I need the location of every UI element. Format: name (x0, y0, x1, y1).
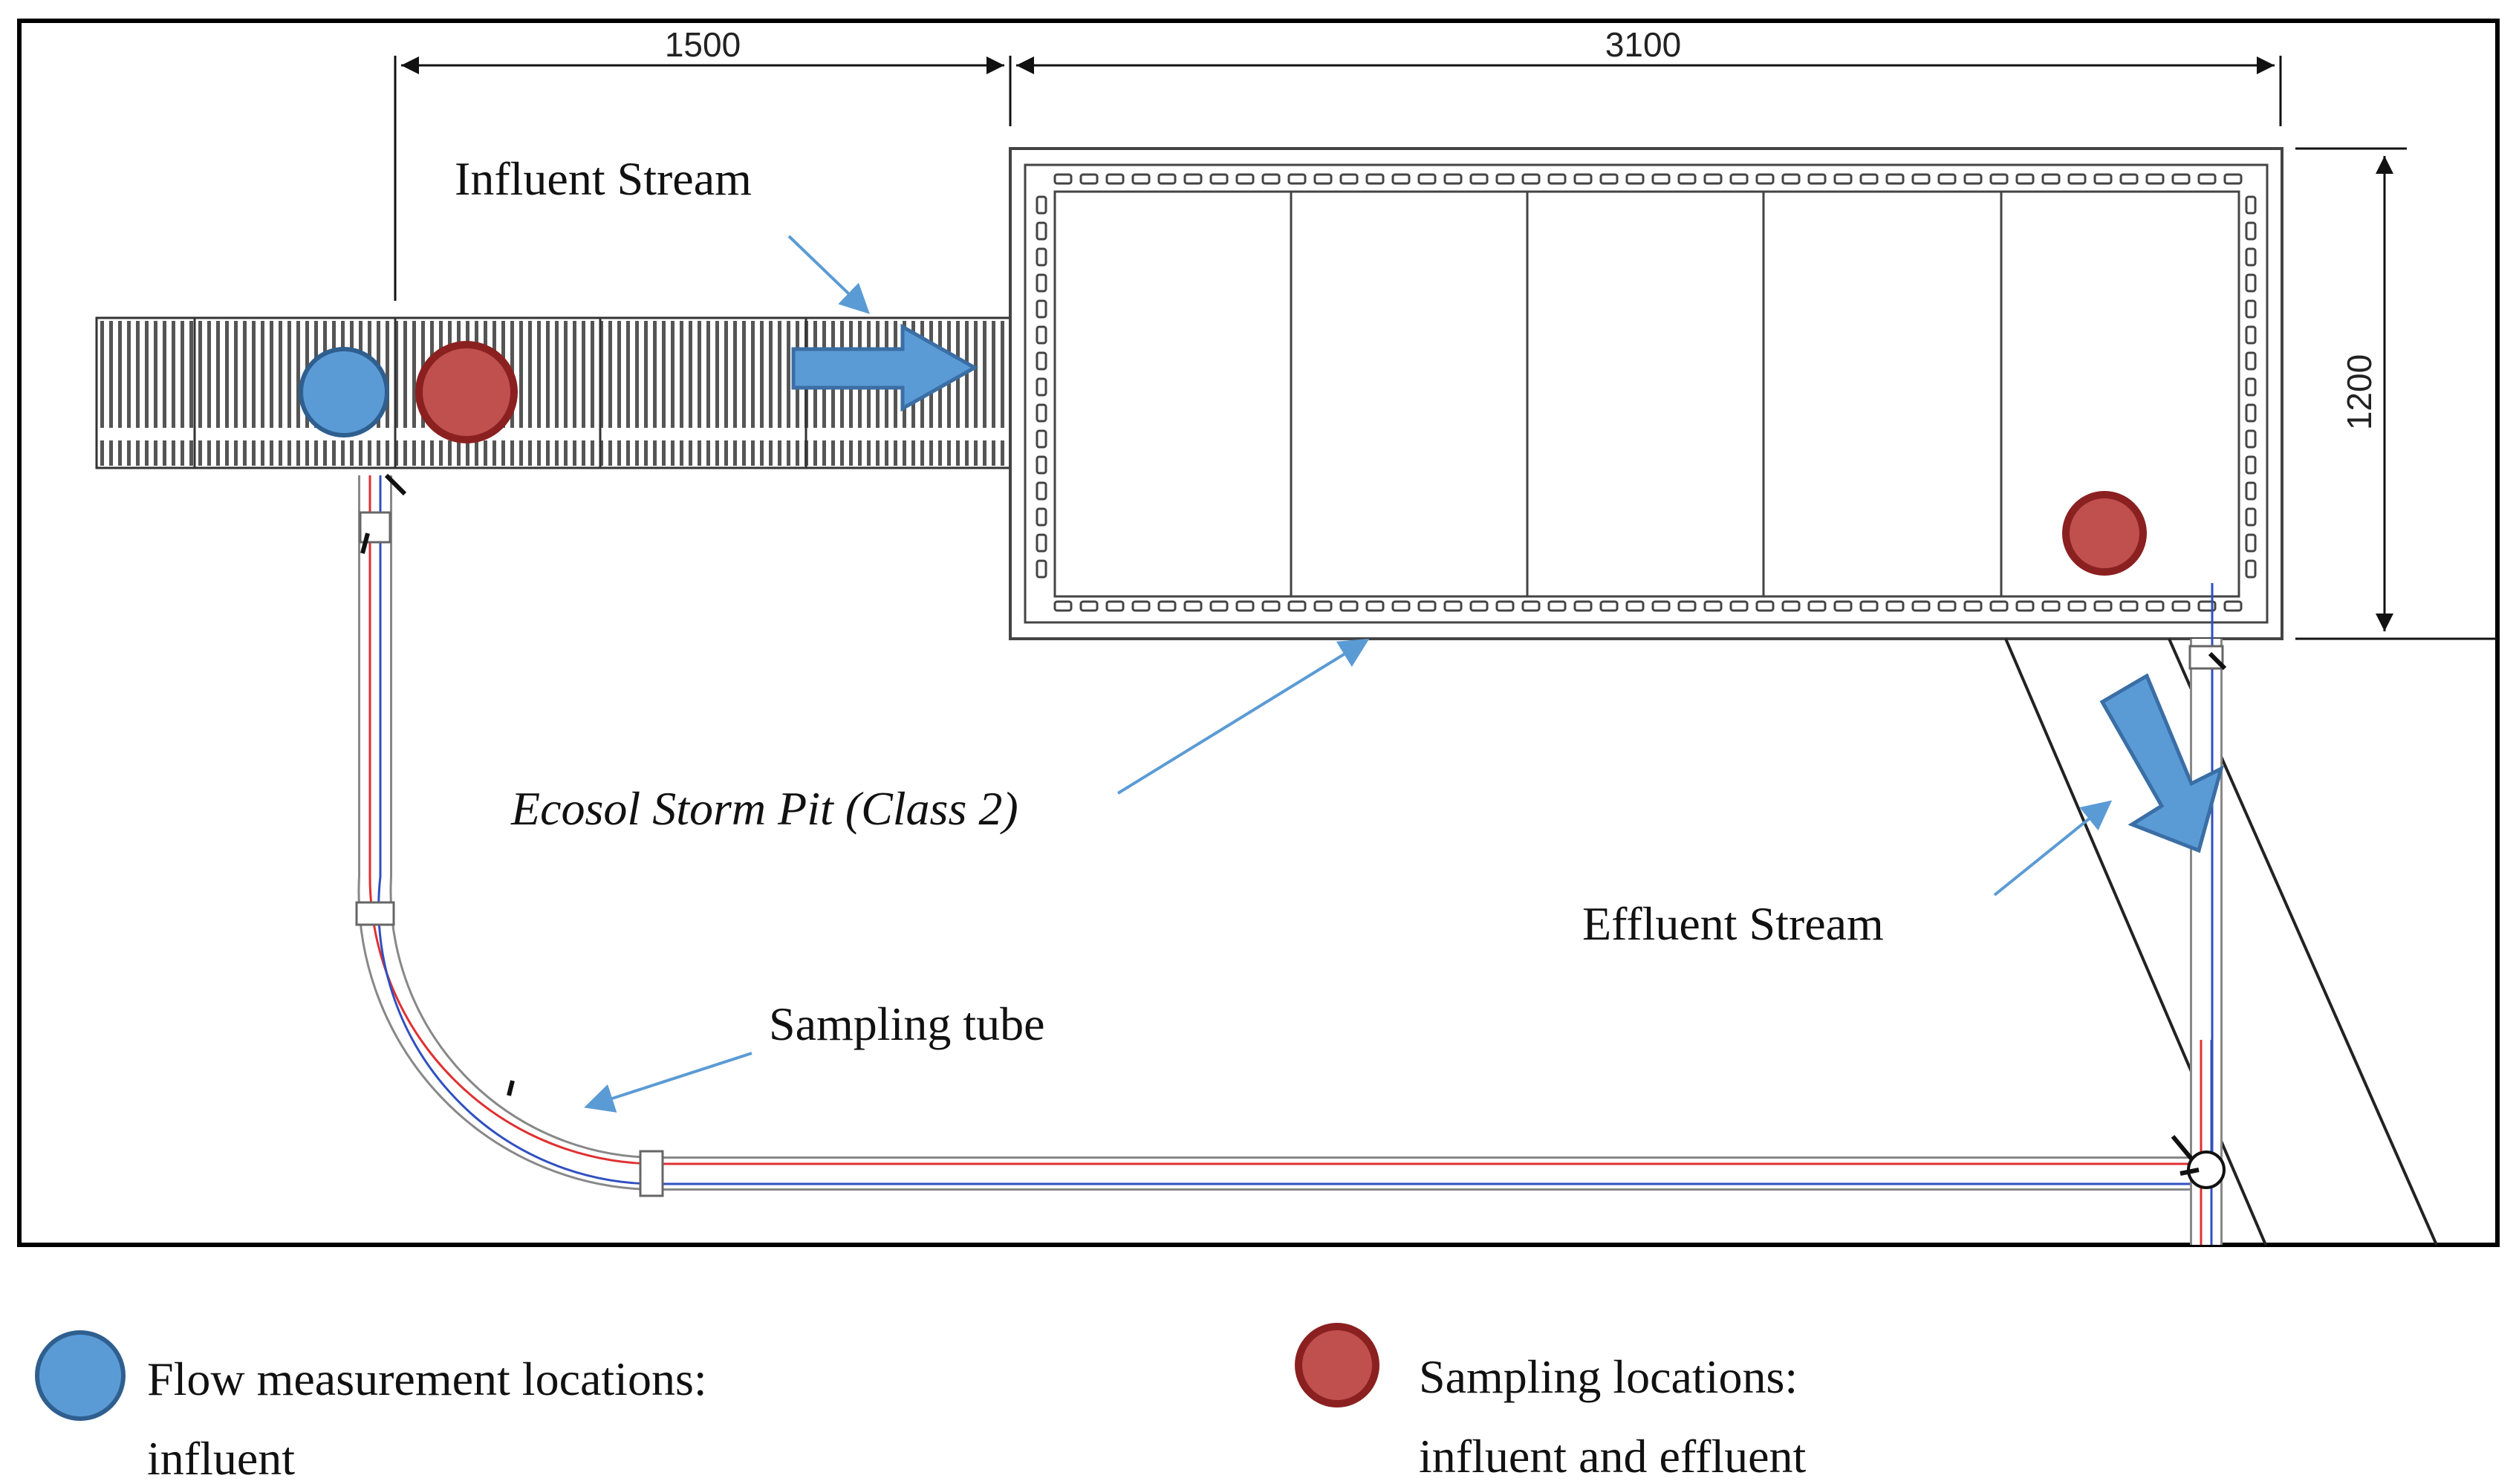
sampling-tube-label: Sampling tube (769, 998, 1045, 1050)
legend-sampling-line2: influent and effluent (1419, 1430, 1807, 1483)
flow-measurement-marker-influent (299, 347, 389, 437)
sampling-marker-influent (415, 341, 518, 443)
diagram-frame (17, 19, 2500, 1247)
influent-stream-label: Influent Stream (455, 152, 752, 205)
legend-flow-line2: influent (147, 1432, 295, 1484)
blue-circle-icon (35, 1330, 126, 1421)
legend-flow-line1: Flow measurement locations: (147, 1353, 707, 1405)
dimension-label-3100: 3100 (1605, 25, 1681, 64)
legend-sampling-line1: Sampling locations: (1419, 1350, 1798, 1403)
influent-callout-arrow (787, 235, 870, 314)
storm-pit-label: Ecosol Storm Pit (Class 2) (510, 782, 1018, 835)
tube-callout-arrow (584, 1052, 752, 1113)
inlet-grate (95, 316, 1028, 469)
effluent-callout-arrow (1993, 800, 2113, 896)
effluent-stream-label: Effluent Stream (1582, 897, 1884, 950)
pit-callout-arrow (1116, 638, 1370, 795)
dimension-1200 (2295, 147, 2497, 640)
dimension-3100 (1009, 56, 2282, 126)
sampling-tube (355, 473, 2227, 1245)
influent-flow-arrow-icon (791, 323, 979, 412)
sampling-marker-effluent (2062, 491, 2147, 576)
legend: Flow measurement locations: influent Sam… (35, 1323, 1807, 1484)
effluent-flow-arrow-icon (2099, 673, 2224, 853)
dimension-label-1500: 1500 (665, 25, 741, 64)
red-circle-icon (1295, 1323, 1379, 1407)
dimension-label-1200: 1200 (2340, 354, 2379, 430)
